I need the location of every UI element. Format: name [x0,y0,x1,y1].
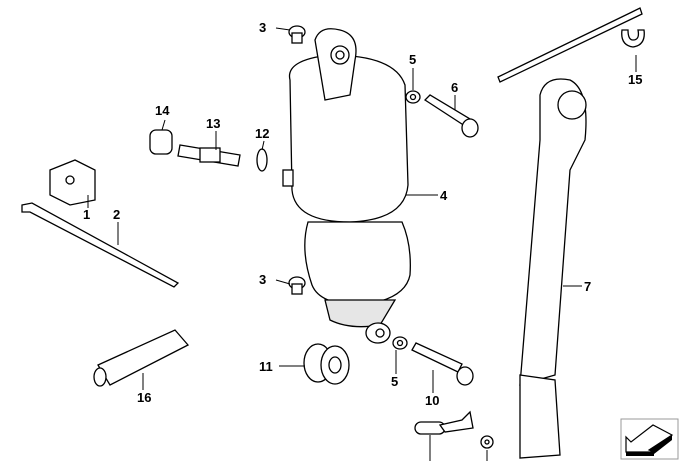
callout-3: 3 [259,20,267,35]
bushing-part-3-bottom [288,276,306,295]
callout-16: 16 [137,390,152,405]
leader-lines [87,27,637,461]
washer-part-5-bottom [392,336,408,350]
callout-10: 10 [425,393,440,408]
washer-part-5-top [405,90,421,104]
grease-tube-part-16 [93,329,190,387]
air-spring-part-4 [282,28,411,344]
callout-15: 15 [628,72,643,87]
callout-6: 6 [451,80,459,95]
callout-2: 2 [113,207,121,222]
bolt-part-6 [423,94,479,138]
nut-part-bottom [480,435,494,449]
bracket-part-1 [49,159,96,206]
callout-1: 1 [83,207,91,222]
callout-3-lower: 3 [259,272,267,287]
arrow-down-left-icon[interactable] [620,418,679,460]
callout-4: 4 [440,188,448,203]
callout-7: 7 [584,279,592,294]
cable-tie-part-2 [21,202,180,288]
callout-13: 13 [206,116,221,131]
cap-part-14 [149,129,173,155]
bolt-part-10 [411,342,474,386]
callout-5: 5 [409,52,417,67]
o-ring-part-12 [256,148,268,172]
cable-tie-part-15 [497,7,645,83]
callout-5-lower: 5 [391,374,399,389]
valve-part-13 [177,144,241,167]
callout-12: 12 [255,126,270,141]
bushing-part-11 [303,343,350,385]
height-sensor-part-7 [519,78,587,459]
callout-14: 14 [155,103,170,118]
callout-11: 11 [259,359,273,374]
bushing-part-3-top [288,25,306,44]
pin-part-bottom [414,410,474,435]
